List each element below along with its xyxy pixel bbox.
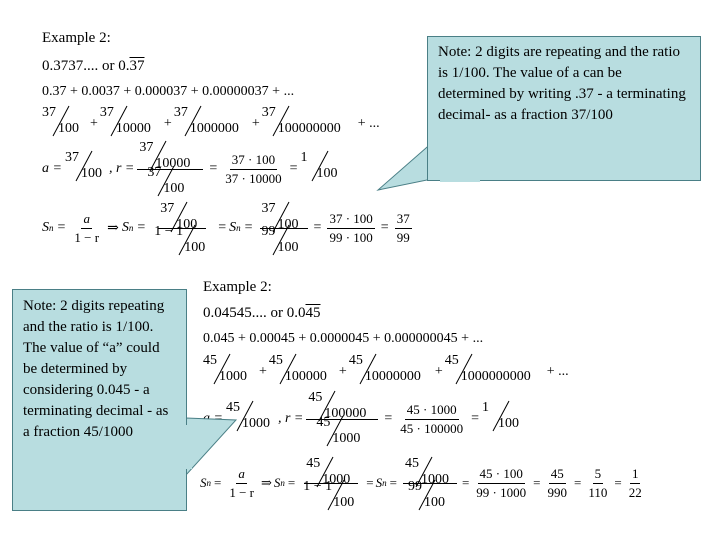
top-note-callout: Note: 2 digits are repeating and the rat…: [427, 36, 701, 181]
bottom-frac-term-3: 45 10000000: [348, 353, 421, 385]
bottom-decimal-repeat: 45: [305, 305, 321, 321]
top-note-text: Note: 2 digits are repeating and the rat…: [438, 44, 686, 123]
top-heading: Example 2:: [42, 30, 111, 46]
bottom-a-value: 45 1000: [225, 400, 270, 432]
top-r-result: 1 100: [300, 150, 338, 182]
top-frac-term-2: 37 10000: [99, 105, 151, 137]
bottom-note-callout: Note: 2 digits repeating and the ratio i…: [12, 289, 187, 511]
bottom-fraction-series: 45 1000 + 45 100000 + 45 10000000 + 45 1…: [203, 353, 569, 385]
top-frac-term-4: 37 100000000: [261, 105, 341, 137]
bottom-r-result: 1 100: [482, 400, 520, 432]
bottom-heading: Example 2:: [203, 279, 272, 295]
bottom-frac-term-4: 45 1000000000: [444, 353, 531, 385]
bottom-decimal: 0.04545.... or 0.045: [203, 305, 321, 322]
top-decimal-repeat: 37: [129, 58, 145, 74]
top-r-step: 37 · 100 37 · 10000: [225, 151, 282, 186]
bottom-frac-term-1: 45 1000: [203, 353, 247, 385]
top-series-line: 0.37 + 0.0037 + 0.000037 + 0.00000037 + …: [42, 84, 295, 99]
top-decimal: 0.3737.... or 0.37: [42, 58, 145, 75]
bottom-decimal-prefix: 0.04545.... or 0.0: [203, 305, 306, 321]
bottom-series-line: 0.045 + 0.00045 + 0.0000045 + 0.00000004…: [203, 331, 484, 346]
bottom-note-text: Note: 2 digits repeating and the ratio i…: [23, 298, 169, 440]
bottom-r-step: 45 · 1000 45 · 100000: [400, 401, 464, 436]
top-frac-term-1: 37 100: [42, 105, 79, 137]
bottom-frac-term-2: 45 100000: [268, 353, 327, 385]
top-decimal-prefix: 0.3737.... or 0.: [42, 58, 130, 74]
top-a-value: 37 100: [64, 150, 102, 182]
top-frac-term-3: 37 1000000: [173, 105, 239, 137]
top-fraction-series: 37 100 + 37 10000 + 37 1000000 + 37 1000…: [42, 105, 380, 137]
